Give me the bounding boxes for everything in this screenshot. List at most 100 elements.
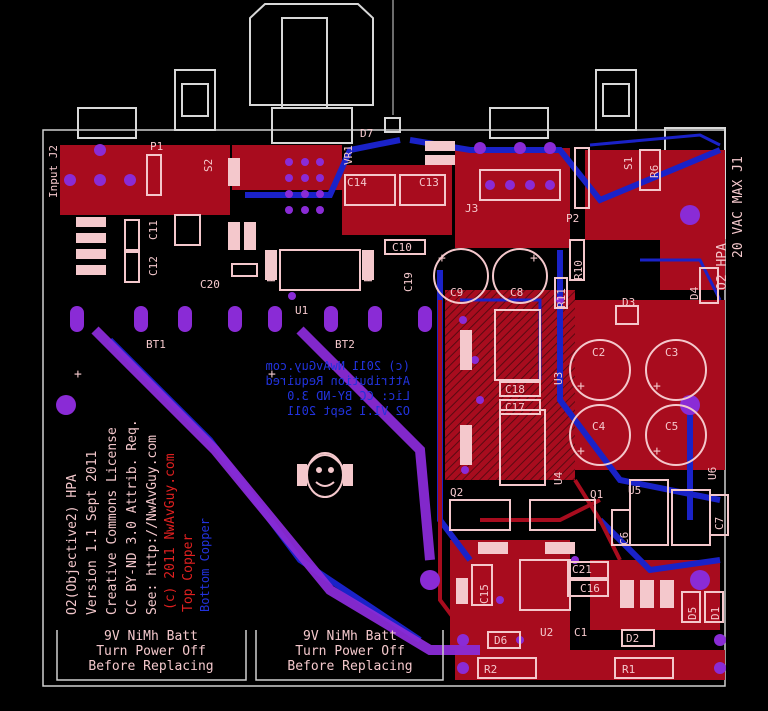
label-p2: P2 xyxy=(566,212,579,225)
label-c19: C19 xyxy=(402,272,415,292)
label-r22: R22 xyxy=(265,262,278,282)
label-u1: U1 xyxy=(295,304,308,317)
label-u4: U4 xyxy=(552,471,565,485)
mounting-holes xyxy=(56,395,710,590)
svg-text:+: + xyxy=(577,379,585,394)
svg-text:+: + xyxy=(268,367,276,382)
label-j3: J3 xyxy=(465,202,478,215)
label-d1: D1 xyxy=(709,607,722,620)
label-d5: D5 xyxy=(686,607,699,620)
label-c20: C20 xyxy=(200,278,220,291)
label-r13b: R13 xyxy=(244,230,257,250)
label-c2: C2 xyxy=(592,346,605,359)
label-d7: D7 xyxy=(360,127,373,140)
title-block: O2(Objective2) HPA Version 1.1 Sept 2011… xyxy=(65,419,160,615)
label-r8: R8 xyxy=(622,592,635,605)
label-s2: S2 xyxy=(202,159,215,172)
label-input-j2: Input J2 xyxy=(47,145,60,198)
label-vr1: VR1 xyxy=(342,145,355,165)
label-r6: R6 xyxy=(648,165,661,178)
title-line-2: Version 1.1 Sept 2011 xyxy=(85,451,100,615)
svg-text:Before Replacing: Before Replacing xyxy=(88,659,213,674)
label-c1: C1 xyxy=(574,626,587,639)
label-d3: D3 xyxy=(622,296,635,309)
label-r20: R20 xyxy=(80,264,100,277)
label-bt1: BT1 xyxy=(146,338,166,351)
label-c8: C8 xyxy=(510,286,523,299)
svg-text:+: + xyxy=(577,444,585,459)
svg-text:Turn Power Off: Turn Power Off xyxy=(96,644,206,659)
svg-text:Before Replacing: Before Replacing xyxy=(287,659,412,674)
label-s1: S1 xyxy=(622,157,635,170)
label-c15: C15 xyxy=(478,584,491,604)
connector-pads xyxy=(64,142,726,674)
label-u3: U3 xyxy=(552,372,565,385)
label-d4: D4 xyxy=(688,286,701,300)
label-c13: C13 xyxy=(419,176,439,189)
svg-text:+: + xyxy=(653,444,661,459)
title-line-4: CC BY-ND 3.0 Attrib. Req. xyxy=(125,419,140,615)
label-r4: R4 xyxy=(642,591,655,605)
label-c17: C17 xyxy=(505,401,525,414)
label-r7: R7 xyxy=(82,216,95,229)
label-c14: C14 xyxy=(347,176,367,189)
polarity-markers: + + + + + + + + xyxy=(74,251,661,459)
svg-text:Lic: CC BY-ND 3.0: Lic: CC BY-ND 3.0 xyxy=(287,389,410,403)
label-d6: D6 xyxy=(494,634,507,647)
svg-text:Turn Power Off: Turn Power Off xyxy=(295,644,405,659)
battery-traces xyxy=(91,326,480,655)
label-p1: P1 xyxy=(150,140,163,153)
label-c3: C3 xyxy=(665,346,678,359)
label-c16: C16 xyxy=(580,582,600,595)
label-r11: R11 xyxy=(555,288,568,308)
label-r14: R14 xyxy=(80,232,100,245)
svg-text:Attribution Required: Attribution Required xyxy=(266,374,411,388)
svg-text:O2 V1.1 Sept 2011: O2 V1.1 Sept 2011 xyxy=(287,404,410,418)
label-c21: C21 xyxy=(572,563,592,576)
label-r13: R13 xyxy=(428,154,448,167)
top-copper-traces xyxy=(438,300,622,642)
misc-outlines xyxy=(124,147,729,679)
smd-footprints xyxy=(76,141,674,608)
svg-text:+: + xyxy=(530,251,538,266)
svg-text:(c) 2011 NwAvGuy.com: (c) 2011 NwAvGuy.com xyxy=(266,359,411,373)
svg-text:+: + xyxy=(653,379,661,394)
electrolytic-caps xyxy=(433,248,707,466)
label-r12: R12 xyxy=(428,140,448,153)
label-r1: R1 xyxy=(622,663,635,676)
svg-text:+: + xyxy=(74,367,82,382)
label-r16: R16 xyxy=(362,262,375,282)
label-bt2: BT2 xyxy=(335,338,355,351)
svg-text:+: + xyxy=(438,251,446,266)
label-c6: C6 xyxy=(618,532,631,545)
label-r10: R10 xyxy=(572,260,585,280)
label-u2: U2 xyxy=(540,626,553,639)
label-c9: C9 xyxy=(450,286,463,299)
svg-text:9V NiMh Batt: 9V NiMh Batt xyxy=(104,629,198,644)
mirrored-bottom-text: (c) 2011 NwAvGuy.com Attribution Require… xyxy=(266,359,411,418)
label-r17: R17 xyxy=(228,230,241,250)
label-r5: R5 xyxy=(480,543,493,556)
title-line-1: O2(Objective2) HPA xyxy=(65,474,80,615)
component-labels: P1 P2 J3 BT1 BT2 U1 U2 U5 Q1 Q2 D3 D6 D2… xyxy=(80,127,678,676)
label-r2: R2 xyxy=(484,663,497,676)
label-c11: C11 xyxy=(147,220,160,240)
label-r15: R15 xyxy=(460,442,473,462)
battery-pads xyxy=(70,306,432,332)
label-c12: C12 xyxy=(147,256,160,276)
label-j1: 20 VAC MAX J1 xyxy=(731,156,746,258)
label-d2: D2 xyxy=(626,632,639,645)
label-c18: C18 xyxy=(505,383,525,396)
label-c10: C10 xyxy=(392,241,412,254)
headphone-smiley-logo xyxy=(297,452,353,498)
label-q2: Q2 xyxy=(450,486,463,499)
label-r24: R24 xyxy=(662,585,675,605)
label-r18: R18 xyxy=(460,350,473,370)
label-c7: C7 xyxy=(713,517,726,530)
label-r19: R19 xyxy=(456,584,469,604)
label-o2-hpa: O2 HPA xyxy=(715,243,730,290)
copyright-text: (c) 2011 NwAvGuy.com xyxy=(163,453,178,610)
label-q1: Q1 xyxy=(590,488,603,501)
